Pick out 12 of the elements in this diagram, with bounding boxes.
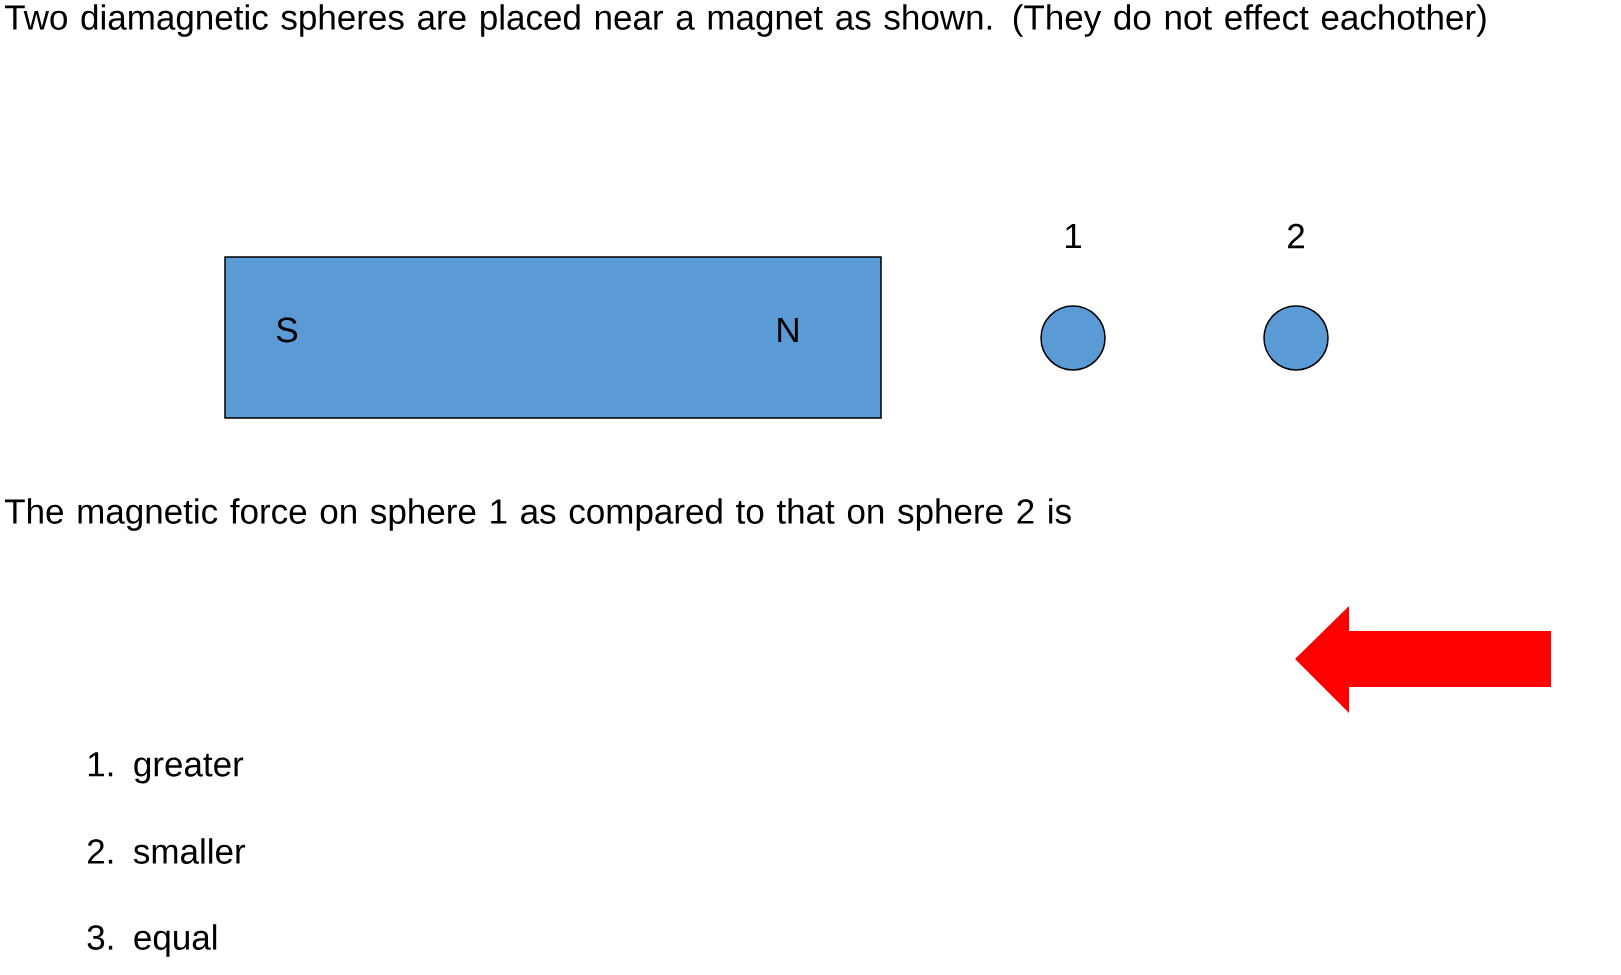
sphere — [1040, 305, 1106, 371]
pole-label: S — [276, 317, 298, 343]
answer-option: 2. smaller — [87, 838, 246, 864]
bar-magnet — [224, 256, 882, 419]
answer-option: 1. greater — [88, 752, 244, 784]
pole-label: N — [778, 317, 798, 343]
sphere-number: 2 — [1288, 223, 1304, 249]
answer-option: 3. equal — [87, 924, 217, 957]
sphere — [1263, 305, 1329, 371]
question-text: The magnetic force on sphere 1 as compared to that on sphere 2 is — [5, 498, 1071, 531]
question-text: Two diamagnetic spheres are placed near a magnet as shown. (They do not effect eachother) — [5, 4, 1486, 37]
sphere-number: 1 — [1065, 223, 1082, 249]
